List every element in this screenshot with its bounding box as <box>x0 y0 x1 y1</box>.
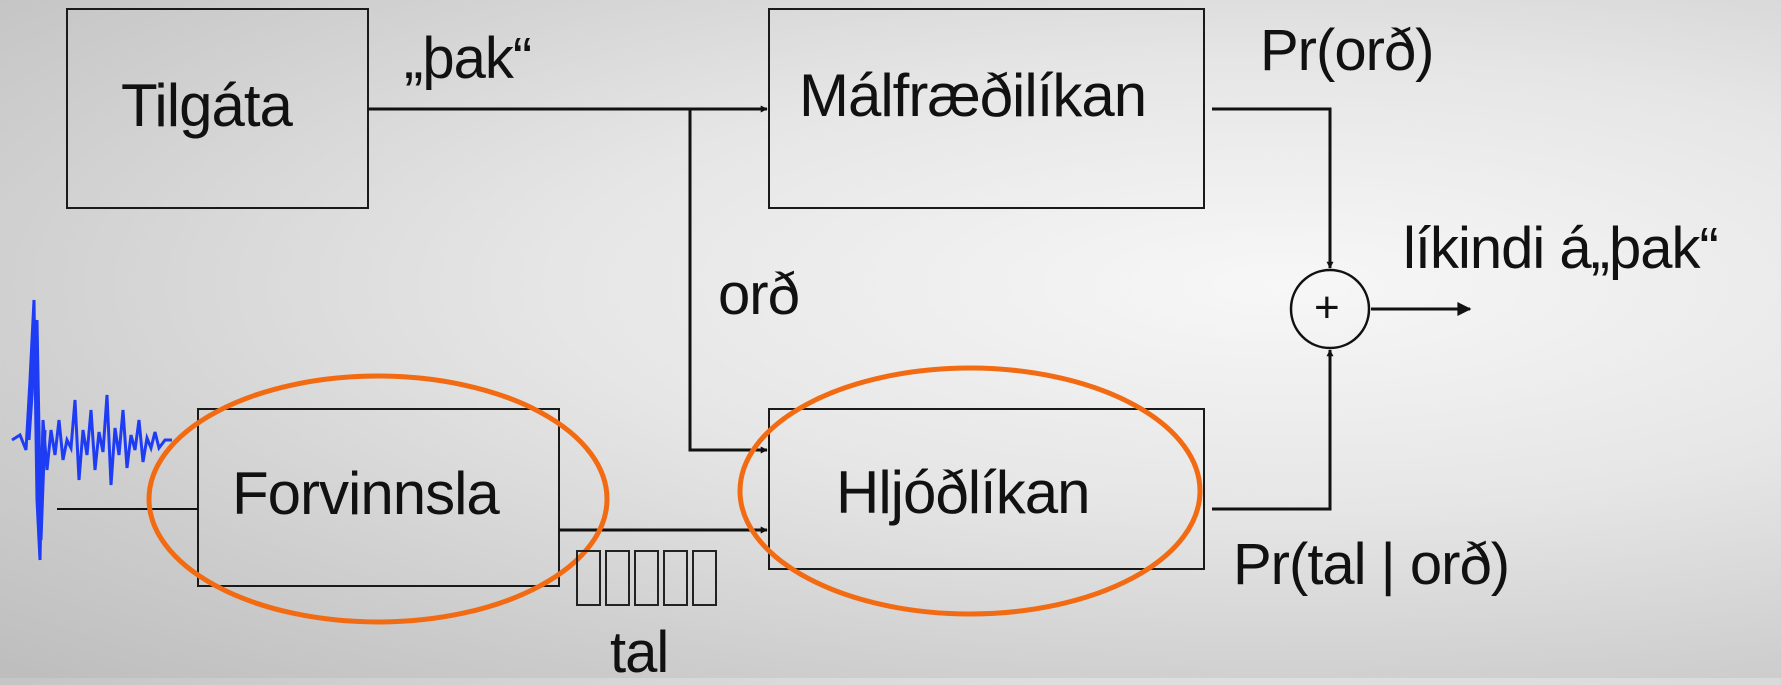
prob-speech-given-word-label: Pr(tal | orð) <box>1233 532 1510 597</box>
prob-word-label: Pr(orð) <box>1260 18 1434 83</box>
glyph-box-icon <box>663 550 688 606</box>
language-model-to-sum-arrow <box>1212 107 1334 269</box>
sum-label: + <box>1314 283 1340 332</box>
preprocessing-label: Forvinnsla <box>232 460 500 527</box>
language-model-label: Málfræðilíkan <box>799 62 1147 129</box>
word-label: orð <box>718 262 800 327</box>
acoustic-model-label: Hljóðlíkan <box>836 459 1090 526</box>
language-model-box <box>768 8 1205 209</box>
acoustic-model-highlight-oval <box>737 365 1203 617</box>
glyph-box-icon <box>692 550 717 606</box>
glyph-box-icon <box>634 550 659 606</box>
preprocessing-highlight-oval <box>146 373 610 625</box>
preprocessing-box <box>197 408 560 587</box>
word-to-acoustic-model-arrow <box>688 109 768 454</box>
glyph-box-icon <box>576 550 601 606</box>
speech-label: tal <box>610 620 669 685</box>
acoustic-model-to-sum-arrow <box>1212 349 1334 511</box>
hypothesis-word-label: „þak“ <box>404 26 532 91</box>
speech-waveform-icon <box>11 299 172 561</box>
hypothesis-label: Tilgáta <box>121 72 293 139</box>
sum-node <box>1289 268 1371 350</box>
speech-features <box>576 550 717 606</box>
output-label: líkindi á„þak“ <box>1403 216 1719 281</box>
acoustic-model-box <box>768 408 1205 570</box>
glyph-box-icon <box>605 550 630 606</box>
